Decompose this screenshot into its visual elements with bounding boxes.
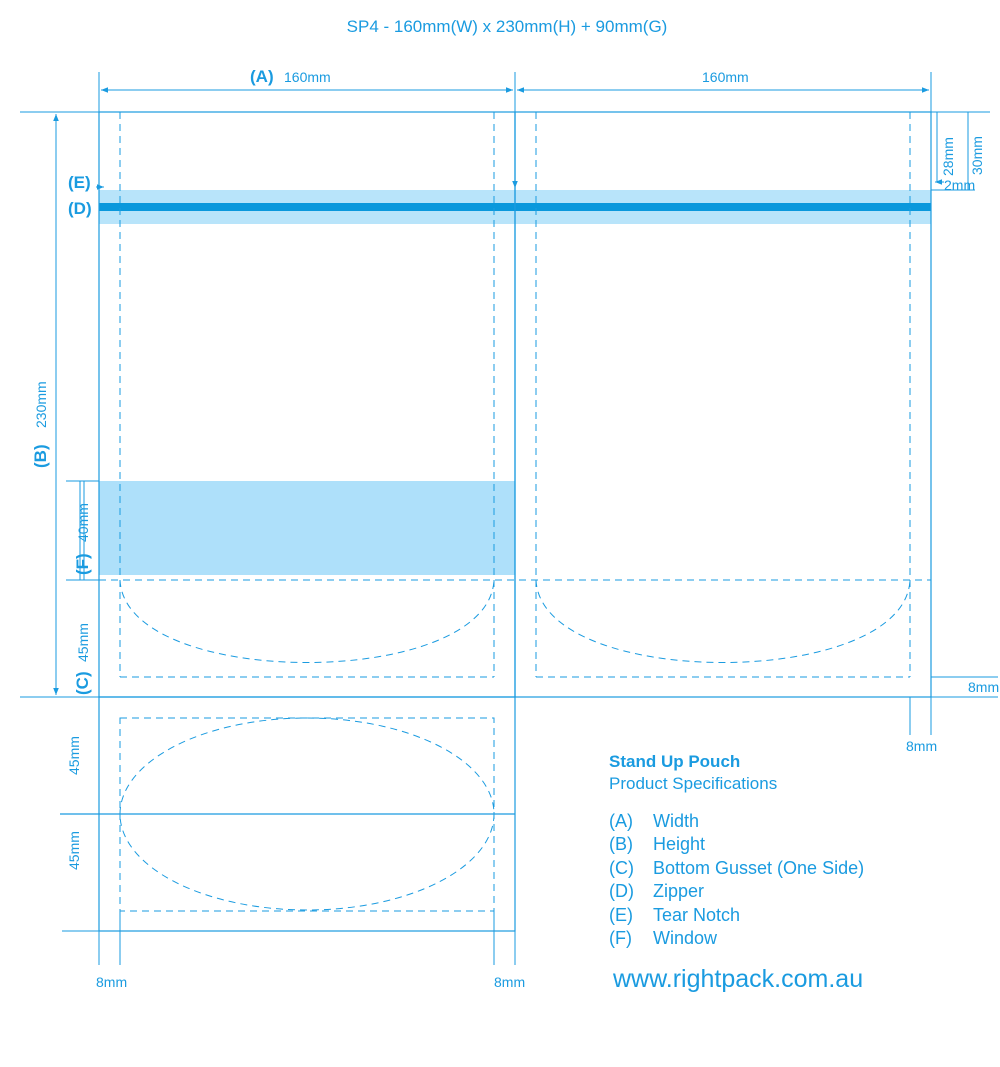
label-base-bottom: 45mm	[66, 831, 82, 870]
label-base-top: 45mm	[66, 736, 82, 775]
legend-label: Tear Notch	[653, 904, 741, 925]
window-area	[99, 481, 515, 575]
label-seal-bottom-right: 8mm	[906, 738, 937, 754]
label-c-tag: (C)	[73, 671, 92, 695]
label-f-value: 40mm	[75, 503, 91, 542]
gusset-curve-back	[535, 579, 911, 663]
label-seal-base-right: 8mm	[494, 974, 525, 990]
legend-key: (F)	[609, 928, 632, 949]
gusset-curve-front	[119, 579, 495, 663]
legend-subheading: Product Specifications	[609, 774, 778, 793]
label-c-value: 45mm	[75, 623, 91, 662]
legend-item: (D) Zipper	[609, 880, 864, 903]
legend-item: (B) Height	[609, 833, 864, 856]
legend-item: (C) Bottom Gusset (One Side)	[609, 857, 864, 880]
label-seal-right: 8mm	[968, 679, 999, 695]
legend: Stand Up Pouch Product Specifications (A…	[609, 752, 864, 950]
label-width-back: 160mm	[702, 69, 749, 85]
legend-label: Zipper	[653, 881, 705, 902]
label-e-tag: (E)	[68, 173, 91, 192]
legend-key: (D)	[609, 881, 634, 902]
website-link[interactable]: www.rightpack.com.au	[613, 965, 864, 993]
legend-label: Bottom Gusset (One Side)	[653, 857, 865, 878]
diagram-title: SP4 - 160mm(W) x 230mm(H) + 90mm(G)	[347, 17, 668, 36]
label-notch-gap: 2mm	[944, 177, 975, 193]
label-b-value: 230mm	[33, 381, 49, 428]
legend-label: Width	[653, 811, 700, 831]
label-a-tag: (A)	[250, 67, 274, 86]
label-b-tag: (B)	[31, 444, 50, 468]
legend-label: Height	[653, 834, 706, 855]
label-d-tag: (D)	[68, 199, 92, 218]
legend-key: (C)	[609, 857, 634, 878]
legend-item: (F) Window	[609, 927, 864, 950]
legend-key: (E)	[609, 904, 633, 925]
legend-item: (A) Width	[609, 810, 864, 833]
base-oval	[119, 717, 495, 911]
label-f-tag: (F)	[73, 553, 92, 575]
legend-heading: Stand Up Pouch	[609, 752, 741, 771]
label-top-to-zipper: 28mm	[940, 137, 956, 176]
legend-key: (A)	[609, 811, 633, 831]
label-a-value: 160mm	[284, 69, 331, 85]
legend-key: (B)	[609, 834, 633, 855]
legend-item: (E) Tear Notch	[609, 904, 864, 927]
label-top-total: 30mm	[969, 136, 985, 175]
label-seal-base-left: 8mm	[96, 974, 127, 990]
legend-label: Window	[653, 928, 718, 949]
back-panel	[514, 111, 932, 698]
